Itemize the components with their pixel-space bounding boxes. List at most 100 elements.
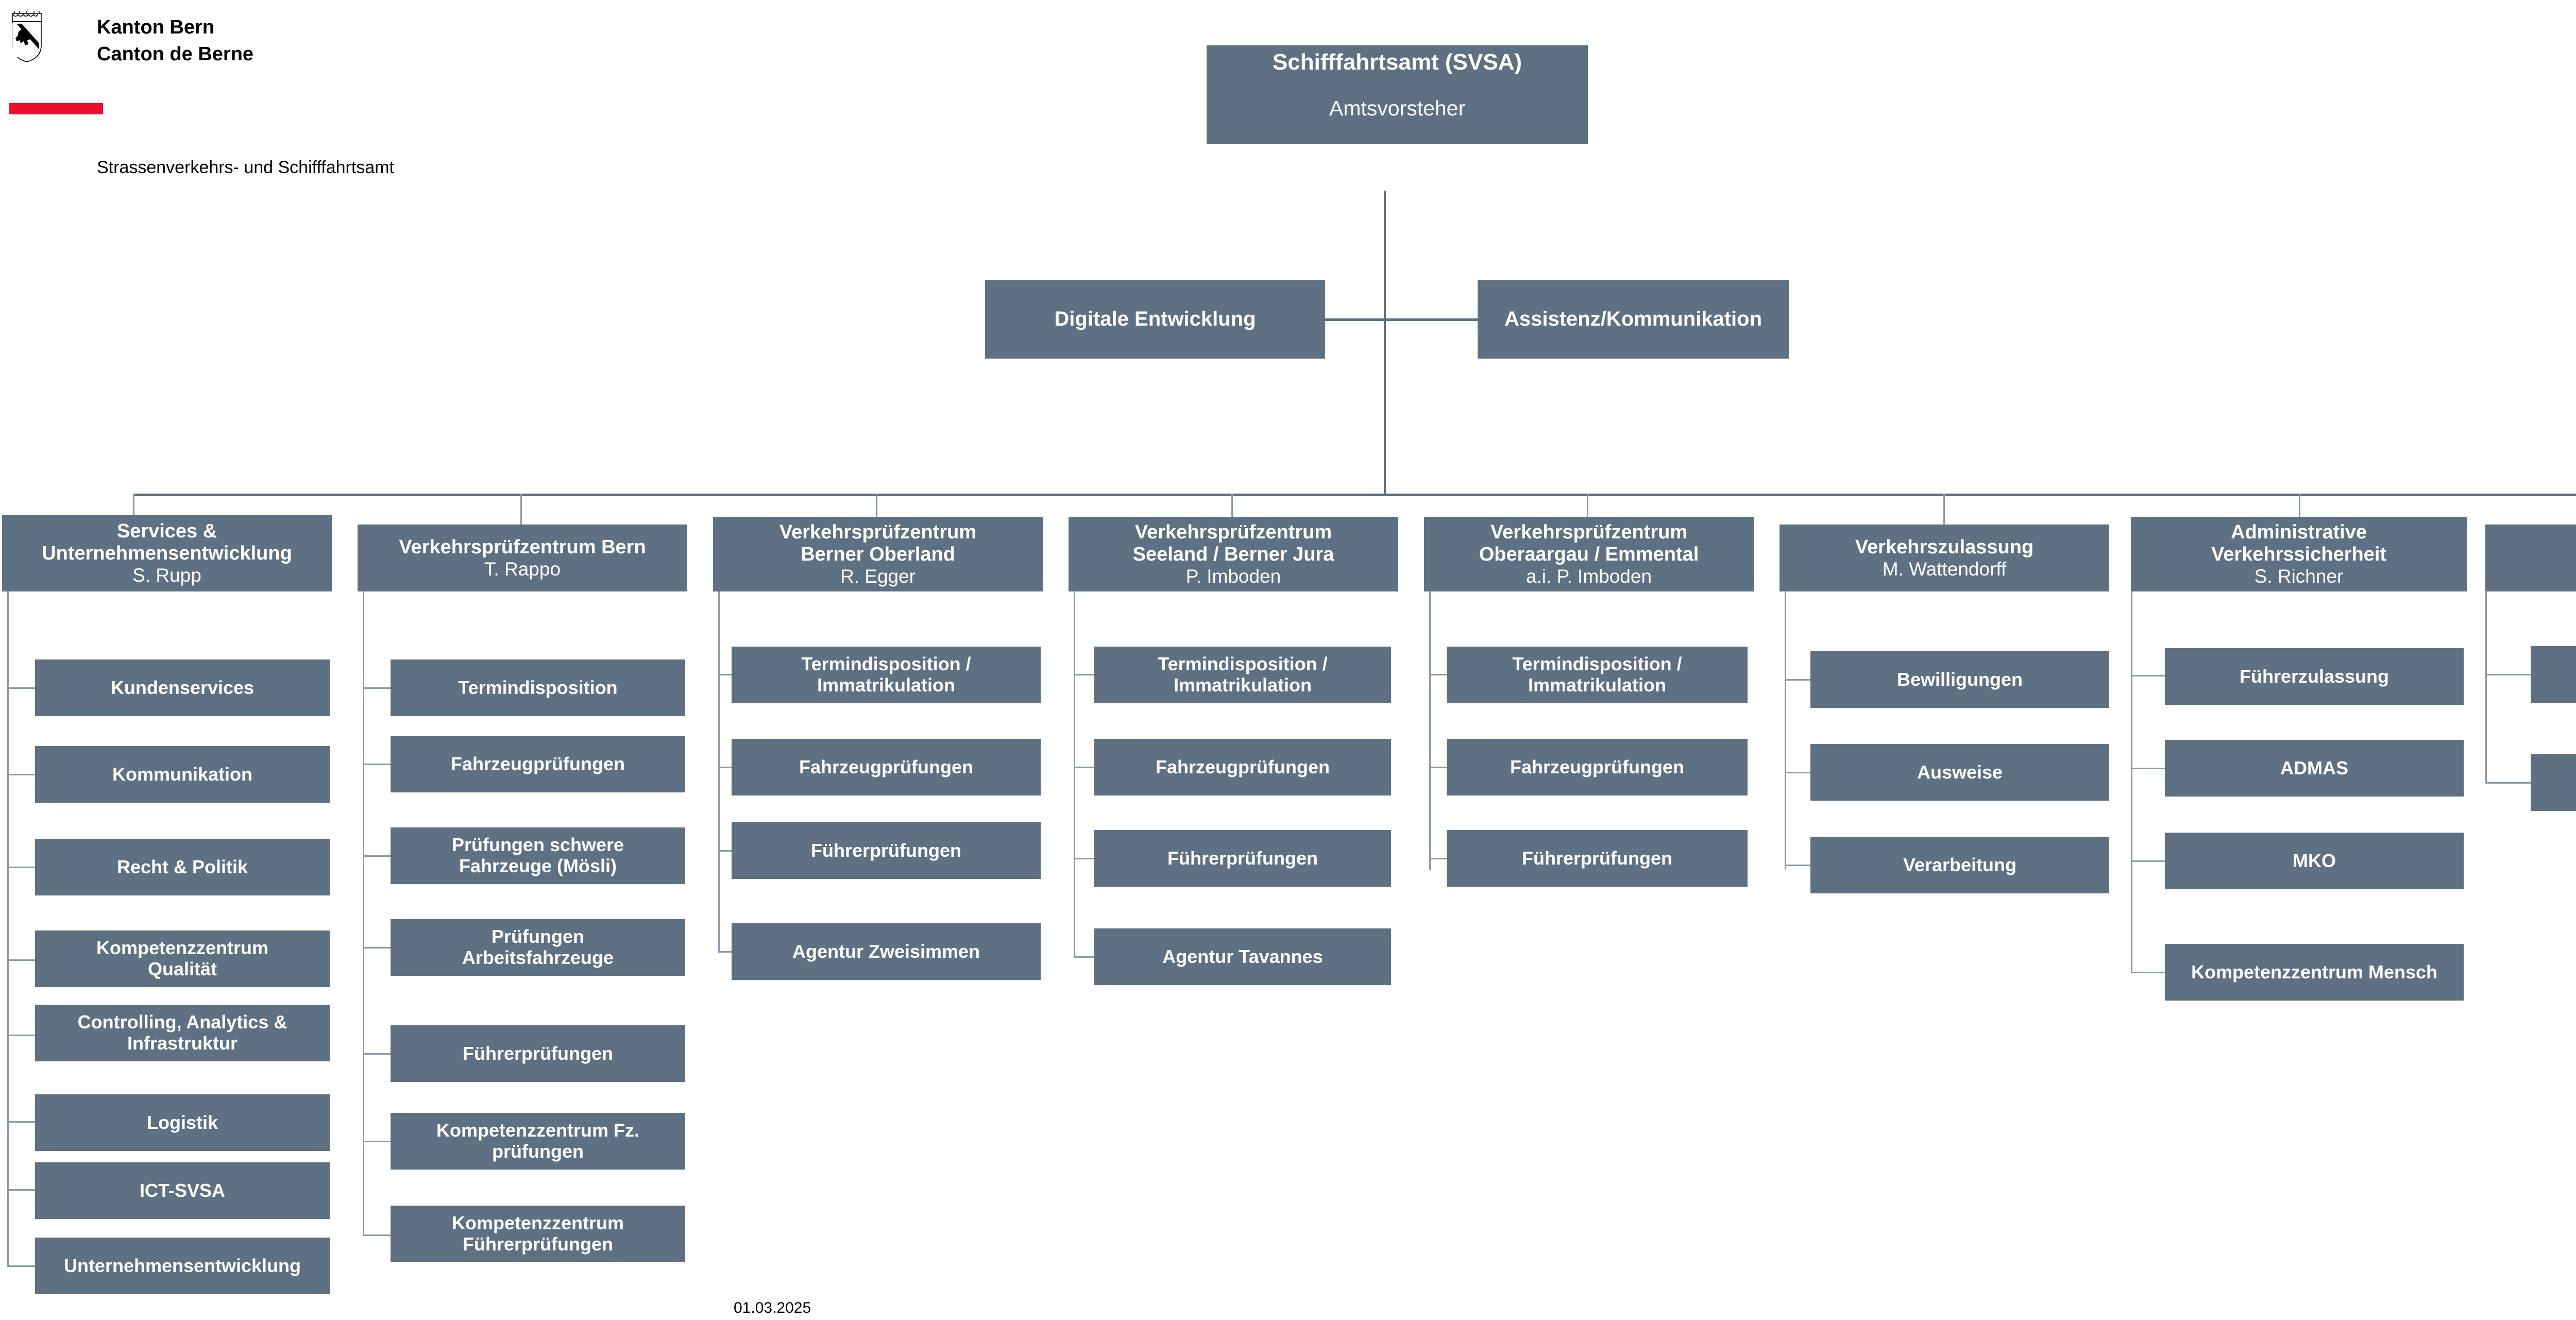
dept-box-services-unternehmensentwicklung[interactable]: Services & Unternehmensentwicklung S. Ru… (2, 515, 332, 591)
unit-label: Fahrzeugprüfungen (799, 756, 973, 777)
root-title-line2: Schifffahrtsamt (SVSA) (1272, 49, 1522, 75)
unit-label: Logistik (146, 1111, 218, 1133)
dept-7-person: S. Richner (2254, 565, 2344, 587)
unit-box-fuehrerpruefungen-bo[interactable]: Führerprüfungen (732, 822, 1041, 879)
unit-box-pruefungen-arbeitsfahrzeuge[interactable]: Prüfungen Arbeitsfahrzeuge (391, 919, 685, 976)
connector-drop-dept-4 (1231, 494, 1233, 517)
unit-box-technik[interactable]: Technik (2531, 754, 2576, 811)
unit-box-fahrzeugpruefungen[interactable]: Fahrzeugprüfungen (391, 736, 685, 792)
unit-box-fuehrerpruefungen-bern[interactable]: Führerprüfungen (391, 1025, 685, 1082)
staff-box-digitale-entwicklung[interactable]: Digitale Entwicklung (985, 280, 1325, 359)
unit-box-fuehrerpruefungen-sbj[interactable]: Führerprüfungen (1094, 830, 1391, 887)
unit-box-fahrzeugpruefungen-sbj[interactable]: Fahrzeugprüfungen (1094, 739, 1391, 796)
unit-label: Führerprüfungen (1522, 847, 1672, 869)
connector-drop-dept-6 (1943, 494, 1945, 524)
connector-drop-dept-7 (2299, 494, 2300, 517)
root-person: Stephan Lanz (1332, 142, 1463, 166)
unit-label: ICT-SVSA (139, 1179, 226, 1201)
connector-spine-dept-3 (718, 591, 720, 952)
connector-elbow-2-6 (363, 1141, 392, 1142)
unit-box-fuehrerpruefungen-oe[interactable]: Führerprüfungen (1447, 830, 1748, 887)
root-box-svsa[interactable]: Strassenverkehrs- und Schifffahrtsamt (S… (1207, 24, 1588, 166)
dept-box-vpz-berner-oberland[interactable]: Verkehrsprüfzentrum Berner Oberland R. E… (713, 517, 1043, 591)
unit-label: Führerzulassung (2239, 665, 2389, 687)
unit-label: Kompetenzzentrum Mensch (2191, 961, 2438, 983)
unit-box-kompetenzzentrum-qualitaet[interactable]: Kompetenzzentrum Qualität (35, 930, 330, 987)
dept-box-administrative-verkehrssicherheit[interactable]: Administrative Verkehrssicherheit S. Ric… (2131, 517, 2467, 591)
staff-box-assistenz-kommunikation[interactable]: Assistenz/Kommunikation (1478, 280, 1789, 359)
unit-box-kundenservices[interactable]: Kundenservices (35, 659, 330, 716)
logo-block: Kanton Bern Canton de Berne Strassenverk… (0, 0, 515, 196)
unit-label-line1: Kompetenzzentrum Fz. (436, 1120, 639, 1141)
unit-box-ict-svsa[interactable]: ICT-SVSA (35, 1162, 330, 1219)
unit-box-kommunikation[interactable]: Kommunikation (35, 746, 330, 803)
connector-spine-dept-5 (1429, 591, 1431, 870)
connector-elbow-5-2 (1429, 767, 1458, 768)
unit-label: Unternehmensentwicklung (63, 1255, 301, 1276)
unit-label: Führerprüfungen (1167, 847, 1318, 869)
office-name: Strassenverkehrs- und Schifffahrtsamt (97, 158, 395, 177)
unit-label-line1: Termindisposition / (1158, 653, 1328, 675)
unit-box-fahrzeugpruefungen-oe[interactable]: Fahrzeugprüfungen (1447, 739, 1748, 796)
connector-spine-dept-1 (7, 591, 9, 1266)
dept-7-title-line1: Administrative (2231, 521, 2367, 543)
connector-department-bus (133, 494, 2576, 496)
unit-box-kompetenzzentrum-mensch[interactable]: Kompetenzzentrum Mensch (2165, 944, 2464, 1001)
dept-6-person: M. Wattendorff (1882, 558, 2007, 580)
unit-label-line2: Immatrikulation (817, 674, 956, 696)
unit-label: Termindisposition (458, 676, 618, 698)
brand-accent-bar (9, 103, 103, 114)
unit-box-admas[interactable]: ADMAS (2165, 740, 2464, 797)
dept-2-person: T. Rappo (484, 558, 561, 580)
unit-box-termindisposition-immatrikulation-bo[interactable]: Termindisposition / Immatrikulation (732, 647, 1041, 703)
unit-box-termindisposition[interactable]: Termindisposition (391, 659, 685, 716)
unit-box-fuehrerzulassung[interactable]: Führerzulassung (2165, 648, 2464, 705)
connector-elbow-2-2 (363, 764, 392, 765)
unit-box-controlling-analytics-infrastruktur[interactable]: Controlling, Analytics & Infrastruktur (35, 1005, 330, 1061)
root-role: Amtsvorsteher (1329, 96, 1466, 121)
connector-spine-dept-6 (1785, 591, 1786, 870)
unit-box-agentur-tavannes[interactable]: Agentur Tavannes (1094, 928, 1391, 985)
unit-box-recht-politik[interactable]: Recht & Politik (35, 839, 330, 895)
connector-elbow-7-1 (2131, 675, 2165, 676)
connector-elbow-2-5 (363, 1053, 392, 1055)
unit-box-bewilligungen[interactable]: Bewilligungen (1810, 651, 2109, 708)
unit-box-agentur-zweisimmen[interactable]: Agentur Zweisimmen (732, 923, 1041, 980)
unit-box-termindisposition-immatrikulation-oe[interactable]: Termindisposition / Immatrikulation (1447, 647, 1748, 703)
connector-elbow-5-3 (1429, 858, 1458, 859)
unit-box-mko[interactable]: MKO (2165, 833, 2464, 889)
connector-elbow-2-4 (363, 947, 392, 949)
dept-6-title-line1: Verkehrszulassung (1855, 536, 2034, 558)
dept-box-verkehrszulassung[interactable]: Verkehrszulassung M. Wattendorff (1780, 524, 2109, 591)
unit-label-line2: Immatrikulation (1173, 674, 1312, 696)
unit-box-pruefungen-schwere-fahrzeuge[interactable]: Prüfungen schwere Fahrzeuge (Mösli) (391, 827, 685, 884)
connector-elbow-1-7 (7, 1189, 36, 1191)
unit-label: Ausweise (1917, 761, 2003, 783)
unit-box-kompetenzzentrum-fz-pruefungen[interactable]: Kompetenzzentrum Fz. prüfungen (391, 1113, 685, 1170)
unit-box-termindisposition-immatrikulation-sbj[interactable]: Termindisposition / Immatrikulation (1094, 647, 1391, 703)
connector-root-spine-lower (1384, 320, 1386, 495)
unit-label-line1: Termindisposition / (1512, 653, 1682, 675)
connector-elbow-4-3 (1074, 858, 1103, 859)
connector-staff-bar (1319, 318, 1479, 321)
unit-box-kompetenzzentrum-fuehrerpruefungen[interactable]: Kompetenzzentrum Führerprüfungen (391, 1206, 685, 1262)
unit-box-logistik[interactable]: Logistik (35, 1094, 330, 1151)
connector-elbow-1-1 (7, 687, 36, 689)
unit-box-unternehmensentwicklung[interactable]: Unternehmensentwicklung (35, 1238, 330, 1294)
unit-label: Agentur Zweisimmen (792, 940, 980, 962)
connector-elbow-1-3 (7, 867, 36, 868)
unit-label-line2: Immatrikulation (1528, 674, 1667, 696)
dept-box-vpz-oberaargau-emmental[interactable]: Verkehrsprüfzentrum Oberaargau / Emmenta… (1424, 517, 1754, 591)
staff-label-1: Digitale Entwicklung (1054, 308, 1256, 331)
dept-box-vpz-bern[interactable]: Verkehrsprüfzentrum Bern T. Rappo (358, 524, 687, 591)
unit-box-fahrzeugpruefungen-bo[interactable]: Fahrzeugprüfungen (732, 739, 1041, 796)
dept-box-schifffahrt[interactable]: Schifffahrt M. Kohler (2485, 524, 2576, 591)
dept-1-title-line1: Services & (116, 520, 217, 543)
dept-box-vpz-seeland-berner-jura[interactable]: Verkehrsprüfzentrum Seeland / Berner Jur… (1069, 517, 1398, 591)
connector-elbow-6-2 (1785, 772, 1814, 773)
unit-box-ausweise[interactable]: Ausweise (1810, 744, 2109, 801)
unit-box-administration[interactable]: Administration (2531, 646, 2576, 703)
unit-box-verarbeitung[interactable]: Verarbeitung (1810, 837, 2109, 893)
connector-elbow-6-3 (1785, 865, 1814, 866)
connector-elbow-8-2 (2485, 782, 2532, 784)
